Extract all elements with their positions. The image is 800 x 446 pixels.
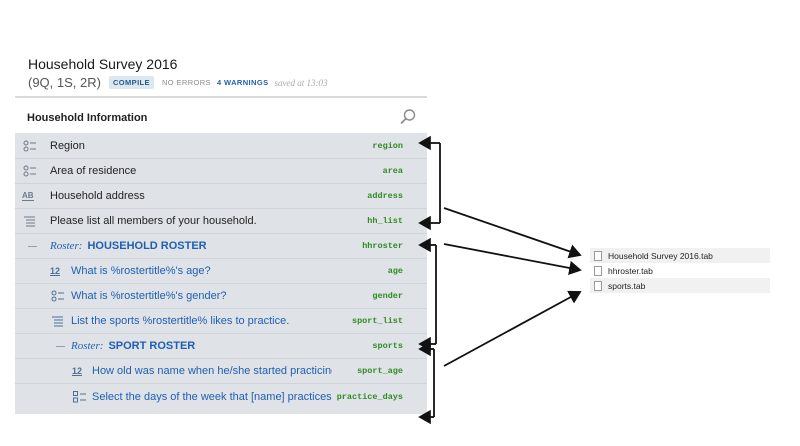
- search-icon[interactable]: [399, 108, 417, 126]
- roster-prefix: Roster:: [50, 240, 83, 252]
- roster-label: Roster: SPORT ROSTER: [71, 340, 195, 352]
- variable-name: sports: [372, 341, 403, 351]
- roster-title: SPORT ROSTER: [108, 340, 196, 352]
- warnings-link[interactable]: 4 WARNINGS: [216, 78, 269, 87]
- question-label: List the sports %rostertitle% likes to p…: [71, 315, 290, 327]
- single-select-icon: [23, 140, 36, 152]
- file-name: hhroster.tab: [608, 265, 653, 276]
- roster-dash-icon: [28, 245, 37, 247]
- multi-select-icon: [73, 390, 86, 402]
- roster-dash-icon: [56, 345, 65, 347]
- roster-title: HOUSEHOLD ROSTER: [87, 240, 207, 252]
- document-icon: [594, 250, 602, 261]
- question-label: What is %rostertitle%'s age?: [71, 265, 211, 277]
- list-question-icon: [52, 316, 63, 327]
- section-title: Household Information: [27, 112, 148, 124]
- single-select-icon: [23, 165, 36, 177]
- question-label: Select the days of the week that [name] …: [92, 390, 332, 403]
- document-icon: [594, 280, 602, 291]
- numeric-question-icon: 12: [50, 266, 61, 276]
- question-label: How old was name when he/she started pra…: [92, 365, 332, 377]
- variable-name: gender: [372, 291, 403, 301]
- file-name: sports.tab: [608, 280, 646, 291]
- compile-button[interactable]: COMPILE: [108, 76, 154, 89]
- roster-label: Roster: HOUSEHOLD ROSTER: [50, 240, 207, 252]
- question-row-hh-list[interactable]: Please list all members of your househol…: [15, 209, 427, 234]
- question-row-gender[interactable]: What is %rostertitle%'s gender? gender: [15, 284, 427, 309]
- variable-name: hh_list: [367, 216, 403, 226]
- file-name: Household Survey 2016.tab: [608, 250, 713, 261]
- numeric-question-icon: 12: [72, 366, 83, 376]
- question-row-area[interactable]: Area of residence area: [15, 159, 427, 184]
- variable-name: address: [367, 191, 403, 201]
- file-item[interactable]: sports.tab: [590, 278, 770, 293]
- exported-files-list: Household Survey 2016.tab hhroster.tab s…: [590, 248, 770, 293]
- question-row-sport-age[interactable]: 12 How old was name when he/she started …: [15, 359, 427, 384]
- item-counts: (9Q, 1S, 2R): [28, 75, 101, 90]
- variable-name: age: [387, 266, 403, 276]
- variable-name: area: [382, 166, 403, 176]
- question-label: Household address: [50, 190, 145, 202]
- questionnaire-status-bar: (9Q, 1S, 2R) COMPILE NO ERRORS 4 WARNING…: [28, 75, 327, 90]
- questionnaire-panel: [15, 133, 427, 414]
- question-row-practice-days[interactable]: Select the days of the week that [name] …: [15, 384, 427, 409]
- document-icon: [594, 265, 602, 276]
- variable-name: sport_age: [357, 366, 403, 376]
- list-question-icon: [24, 216, 35, 227]
- variable-name: hhroster: [362, 241, 403, 251]
- variable-name: practice_days: [336, 391, 403, 402]
- variable-name: sport_list: [351, 316, 403, 326]
- variable-name: region: [372, 141, 403, 151]
- roster-row-household[interactable]: Roster: HOUSEHOLD ROSTER hhroster: [15, 234, 427, 259]
- question-label: Region: [50, 140, 85, 152]
- question-row-age[interactable]: 12 What is %rostertitle%'s age? age: [15, 259, 427, 284]
- single-select-icon: [51, 290, 64, 302]
- question-row-region[interactable]: Region region: [15, 134, 427, 159]
- roster-row-sport[interactable]: Roster: SPORT ROSTER sports: [15, 334, 427, 359]
- questionnaire-title: Household Survey 2016: [28, 56, 178, 72]
- saved-timestamp: saved at 13:03: [274, 77, 328, 88]
- question-label: Area of residence: [50, 165, 137, 177]
- file-item[interactable]: Household Survey 2016.tab: [590, 248, 770, 263]
- question-row-sport-list[interactable]: List the sports %rostertitle% likes to p…: [15, 309, 427, 334]
- question-label: Please list all members of your househol…: [50, 215, 257, 227]
- file-item[interactable]: hhroster.tab: [590, 263, 770, 278]
- text-question-icon: AB: [22, 191, 34, 201]
- roster-prefix: Roster:: [71, 340, 104, 352]
- errors-status: NO ERRORS: [161, 78, 211, 87]
- question-row-address[interactable]: AB Household address address: [15, 184, 427, 209]
- question-label: What is %rostertitle%'s gender?: [71, 290, 227, 302]
- header-divider: [15, 96, 427, 98]
